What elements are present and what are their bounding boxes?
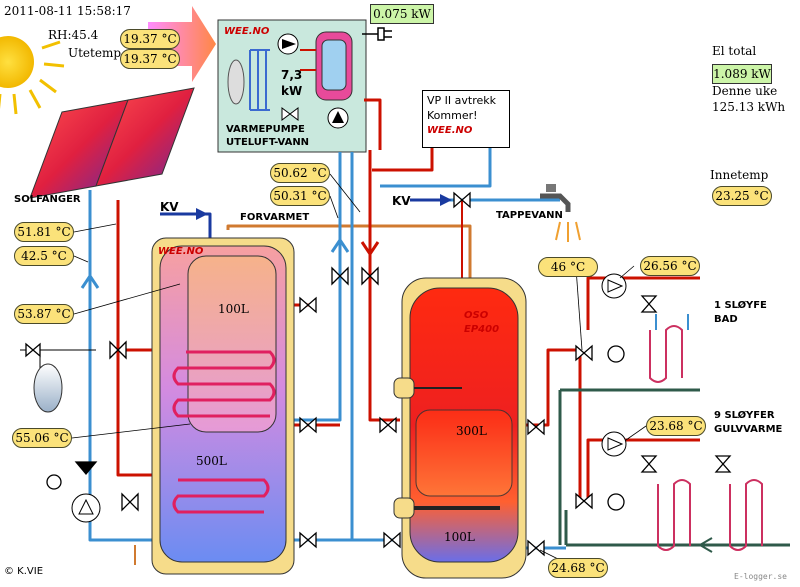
- kv-left-arrow-icon: [196, 208, 208, 220]
- outdoor-temp-1: 19.37 °C: [120, 29, 180, 49]
- copyright: © K.VIE: [4, 566, 44, 577]
- floor-loops: [649, 314, 763, 551]
- sensor-solar-in: 42.5 °C: [14, 246, 74, 266]
- tappevann-label: TAPPEVANN: [496, 210, 563, 221]
- sensor-pipe-top-1: 50.62 °C: [270, 163, 330, 183]
- tank-right-upper: 300L: [456, 424, 487, 438]
- tank-right-brand: OSO: [464, 310, 489, 321]
- solfanger-label: SOLFANGER: [14, 194, 81, 205]
- sensor-bad-supply: 26.56 °C: [640, 256, 700, 276]
- el-total-label: El total: [712, 44, 757, 58]
- left-tank: [151, 237, 295, 575]
- right-tank: [393, 277, 527, 579]
- tank-left-upper: 100L: [218, 302, 249, 316]
- flow-arrow-up2-icon: [330, 237, 350, 253]
- tank-right-lower: 100L: [444, 530, 475, 544]
- forvarmet-label: FORVARMET: [240, 212, 310, 223]
- sensor-tank-lower: 55.06 °C: [12, 428, 72, 448]
- tap-icon: [540, 184, 581, 242]
- heatpump-label-2: UTELUFT-VANN: [226, 137, 310, 148]
- vp-note-line1: VP II avtrekk: [427, 94, 496, 107]
- heatpump-label-1: VARMEPUMPE: [226, 124, 305, 135]
- el-total-value: 1.089 kW: [712, 64, 772, 84]
- outdoor-temp-2: 19.37 °C: [120, 49, 180, 69]
- sensor-solar-out: 51.81 °C: [14, 222, 74, 242]
- plug-icon: [362, 27, 392, 41]
- tank-right-model: EP400: [464, 324, 500, 335]
- vp-note-brand: WEE.NO: [427, 125, 473, 136]
- kv-right-label: KV: [392, 194, 411, 208]
- sensor-pipe-top-2: 50.31 °C: [270, 186, 330, 206]
- heatpump-brand: WEE.NO: [224, 26, 270, 37]
- kv-arrow-head-icon: [440, 194, 452, 206]
- loop1-line2: BAD: [714, 314, 738, 325]
- sensor-floor-supply: 23.68 °C: [646, 416, 706, 436]
- solar-panel-icon: [29, 87, 195, 199]
- week-value: 125.13 kWh: [712, 100, 786, 114]
- sensor-tank-upper: 53.87 °C: [14, 304, 74, 324]
- tank-left-brand: WEE.NO: [158, 246, 204, 257]
- flow-arrow-up-icon: [80, 273, 100, 289]
- vp-note-line2: Kommer!: [427, 109, 478, 122]
- heatpump-capacity-1: 7,3: [281, 68, 303, 82]
- sensor-return: 24.68 °C: [548, 558, 608, 578]
- watermark: E-logger.se: [734, 572, 787, 581]
- tank-left-lower: 500L: [196, 454, 227, 468]
- flow-arrow-left-icon: [698, 537, 713, 553]
- sensor-mix-valve: 46 °C: [538, 257, 598, 277]
- timestamp: 2011-08-11 15:58:17: [4, 4, 131, 18]
- kv-left-label: KV: [160, 200, 179, 214]
- sensor-leaders: [71, 173, 647, 561]
- heatpump-unit: [217, 19, 367, 153]
- week-label: Denne uke: [712, 84, 778, 98]
- sun-icon: [0, 36, 65, 115]
- utetemp-label: Utetemp: [68, 46, 122, 60]
- innetemp-value: 23.25 °C: [712, 186, 772, 206]
- heatpump-capacity-2: kW: [281, 84, 303, 98]
- loop9-line2: GULVVARME: [714, 424, 783, 435]
- innetemp-label: Innetemp: [710, 168, 769, 182]
- pump-icon: [71, 273, 627, 523]
- flow-arrow-down-icon: [360, 241, 380, 257]
- expansion-tank-icon: [20, 349, 96, 413]
- loop9-line1: 9 SLØYFER: [714, 410, 775, 421]
- rh-label: RH:45.4: [48, 28, 99, 42]
- valve-icons: [25, 191, 732, 557]
- vp-note: VP II avtrekk Kommer! WEE.NO: [422, 90, 510, 148]
- heatpump-power: 0.075 kW: [370, 4, 434, 24]
- loop1-line1: 1 SLØYFE: [714, 300, 767, 311]
